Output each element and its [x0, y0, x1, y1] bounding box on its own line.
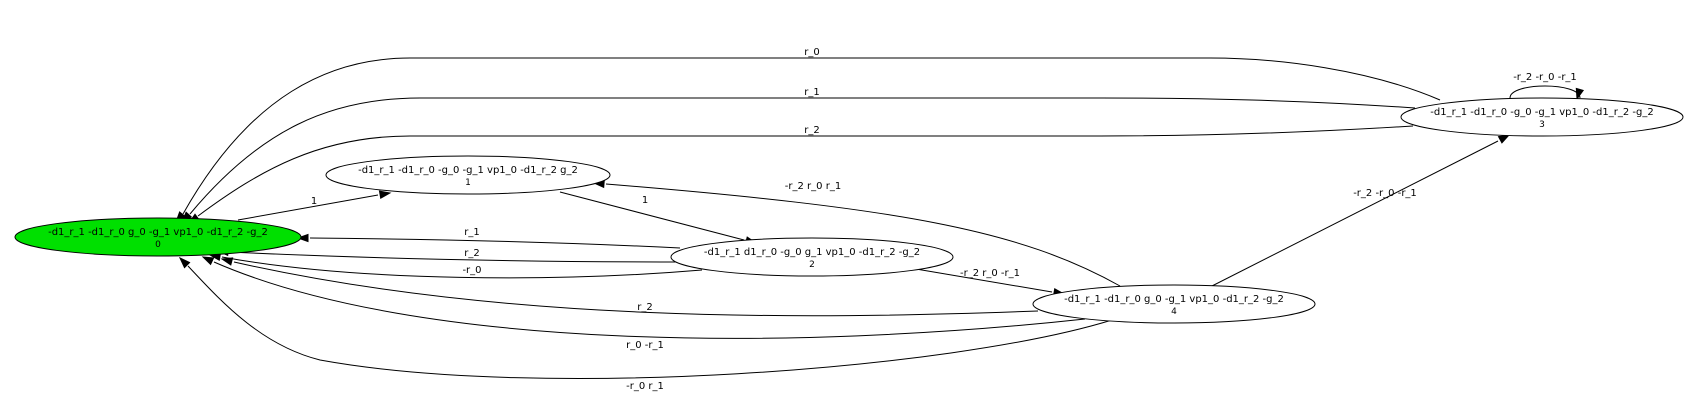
- edge-arrowhead: [378, 190, 392, 199]
- edge-label: r_0 -r_1: [626, 340, 664, 351]
- edge-arrowhead: [1497, 134, 1511, 144]
- state-ellipse[interactable]: [14, 217, 302, 257]
- edge-label: r_2: [804, 125, 819, 136]
- edge-4-to-0: r_0 -r_1: [201, 256, 1086, 351]
- state-node-1[interactable]: -d1_r_1 -d1_r_0 -g_0 -g_1 vp1_0 -d1_r_2 …: [325, 155, 611, 195]
- nodes-layer: -d1_r_1 -d1_r_0 g_0 -g_1 vp1_0 -d1_r_2 -…: [14, 97, 1684, 324]
- edge-label: r_1: [804, 87, 819, 98]
- edge-3-to-3: -r_2 -r_0 -r_1: [1509, 72, 1585, 101]
- edge-0-to-1: 1: [237, 190, 392, 221]
- edge-line: [237, 194, 379, 221]
- edge-label: -r_2 -r_0 -r_1: [1353, 188, 1417, 199]
- edge-label: 1: [642, 195, 648, 206]
- state-ellipse[interactable]: [1400, 97, 1684, 137]
- edge-label: -r_0: [462, 265, 481, 276]
- state-label: -d1_r_1 -d1_r_0 -g_0 -g_1 vp1_0 -d1_r_2 …: [358, 165, 578, 176]
- edge-label: r_0: [804, 47, 819, 58]
- edge-label: -r_2 r_0 -r_1: [960, 268, 1020, 279]
- edge-2-to-0: -r_0: [208, 252, 703, 279]
- edge-line: [221, 256, 703, 279]
- state-label: -d1_r_1 d1_r_0 -g_0 g_1 vp1_0 -d1_r_2 -g…: [704, 247, 920, 258]
- state-id: 3: [1539, 120, 1545, 130]
- state-label: -d1_r_1 -d1_r_0 -g_0 -g_1 vp1_0 -d1_r_2 …: [1430, 107, 1653, 118]
- state-id: 2: [809, 260, 815, 270]
- state-node-0[interactable]: -d1_r_1 -d1_r_0 g_0 -g_1 vp1_0 -d1_r_2 -…: [14, 217, 302, 257]
- edge-line: [189, 97, 1416, 215]
- edge-label: r_2: [464, 248, 479, 259]
- edge-label: 1: [311, 196, 317, 207]
- state-ellipse[interactable]: [670, 237, 954, 277]
- edge-line: [233, 261, 1039, 317]
- edge-4-to-0: -r_0 r_1: [178, 256, 1113, 392]
- edge-4-to-0: r_2: [220, 257, 1039, 317]
- edge-line: [1209, 140, 1499, 288]
- edge-4-to-3: -r_2 -r_0 -r_1: [1209, 134, 1511, 288]
- edge-3-to-0: r_1: [180, 87, 1416, 224]
- state-label: -d1_r_1 -d1_r_0 g_0 -g_1 vp1_0 -d1_r_2 -…: [1064, 294, 1284, 305]
- edge-line: [1509, 85, 1581, 99]
- edge-label: -r_2 r_0 r_1: [785, 181, 841, 192]
- state-ellipse[interactable]: [1032, 284, 1316, 324]
- state-node-3[interactable]: -d1_r_1 -d1_r_0 -g_0 -g_1 vp1_0 -d1_r_2 …: [1400, 97, 1684, 137]
- edge-label: -r_0 r_1: [626, 381, 664, 392]
- edge-line: [309, 237, 681, 249]
- edge-label: -r_2 -r_0 -r_1: [1513, 72, 1577, 83]
- edge-2-to-4: -r_2 r_0 -r_1: [915, 268, 1066, 297]
- edge-2-to-0: r_2: [216, 247, 691, 263]
- edge-label: r_1: [464, 227, 479, 238]
- state-id: 1: [465, 178, 471, 188]
- edge-arrowhead: [220, 257, 234, 266]
- edge-2-to-0: r_1: [296, 227, 681, 249]
- state-ellipse[interactable]: [325, 155, 611, 195]
- edge-line: [605, 183, 1121, 287]
- state-label: -d1_r_1 -d1_r_0 g_0 -g_1 vp1_0 -d1_r_2 -…: [48, 227, 268, 238]
- edges-layer: r_0 r_1 r_2 -r_2 -r_0 -r_1 1 1 -r_2 r_0 r_1 -r_…: [175, 47, 1585, 392]
- edge-line: [182, 57, 1441, 215]
- edge-arrowhead: [1575, 87, 1585, 101]
- edge-line: [187, 265, 1113, 380]
- state-node-4[interactable]: -d1_r_1 -d1_r_0 g_0 -g_1 vp1_0 -d1_r_2 -…: [1032, 284, 1316, 324]
- state-id: 4: [1171, 307, 1177, 317]
- edge-arrowhead: [178, 256, 191, 269]
- edge-arrowhead: [201, 256, 215, 266]
- state-id: 0: [155, 240, 161, 250]
- edge-line: [197, 125, 1414, 217]
- edge-line: [213, 261, 1086, 339]
- edge-line: [559, 191, 745, 241]
- edge-line: [229, 251, 691, 263]
- edge-label: r_2: [637, 302, 652, 313]
- state-node-2[interactable]: -d1_r_1 d1_r_0 -g_0 g_1 vp1_0 -d1_r_2 -g…: [670, 237, 954, 277]
- edge-arrowhead: [296, 233, 309, 243]
- edge-1-to-2: 1: [559, 191, 758, 245]
- edge-line: [915, 268, 1053, 293]
